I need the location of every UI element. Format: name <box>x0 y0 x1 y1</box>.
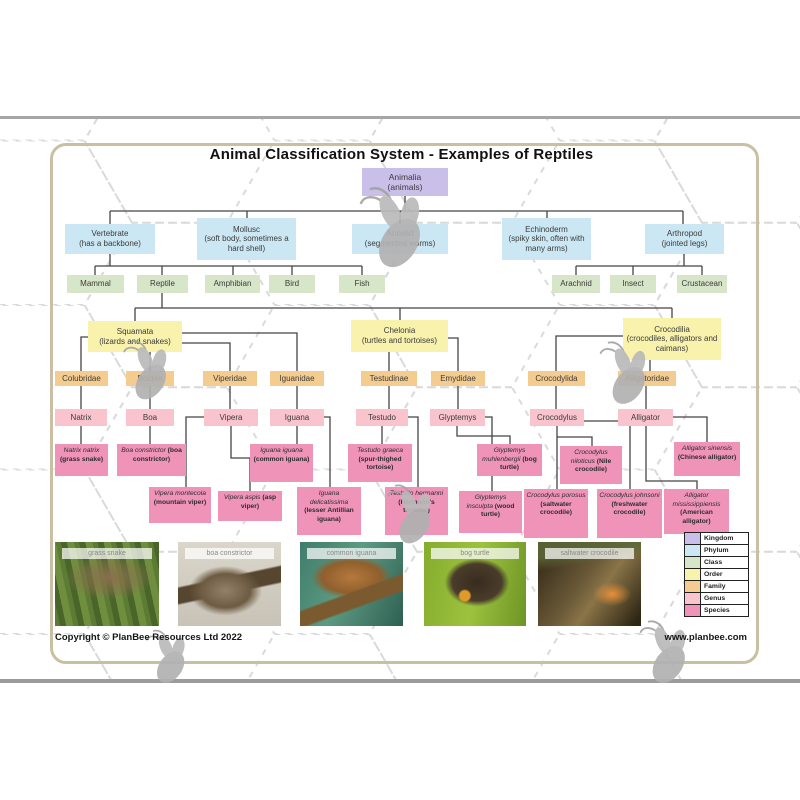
node-phylum-echinoderm: Echinoderm(spiky skin, often with many a… <box>502 218 591 260</box>
legend-row-species: Species <box>685 605 748 616</box>
node-class-reptile: Reptile <box>137 275 188 293</box>
node-family-testudinae: Testudinae <box>361 371 417 386</box>
legend-swatch-kingdom <box>685 533 701 544</box>
node-genus-iguana: Iguana <box>270 409 324 426</box>
copyright-text: Copyright © PlanBee Resources Ltd 2022 <box>55 632 243 643</box>
legend-row-order: Order <box>685 569 748 581</box>
legend-row-phylum: Phylum <box>685 545 748 557</box>
node-family-iguanidae: Iguanidae <box>270 371 324 386</box>
legend-swatch-species <box>685 605 701 616</box>
node-species-crocodylus-niloticus: Crocodylus niloticus (Nile crocodile) <box>560 446 622 484</box>
node-family-boidae: Boidae <box>126 371 174 386</box>
node-genus-boa: Boa <box>126 409 174 426</box>
photo-caption: common iguana <box>307 548 396 559</box>
node-species-alligator-mississippiensis: Alligator mississippiensis (American all… <box>664 489 729 534</box>
node-genus-crocodylus: Crocodylus <box>530 409 584 426</box>
node-phylum-annelid: Annelid(segmented worms) <box>352 224 448 254</box>
node-species-vipera-aspis: Vipera aspis (asp viper) <box>218 491 282 521</box>
node-genus-natrix: Natrix <box>55 409 107 426</box>
legend-swatch-phylum <box>685 545 701 556</box>
node-species-natrix-natrix: Natrix natrix (grass snake) <box>55 444 108 476</box>
node-family-crocodylida: Crocodylida <box>528 371 585 386</box>
node-genus-vipera: Vipera <box>204 409 258 426</box>
legend-row-kingdom: Kingdom <box>685 533 748 545</box>
photo-caption: saltwater crocodile <box>545 548 634 559</box>
node-family-emydidae: Emydidae <box>431 371 485 386</box>
node-species-crocodylus-porosus: Crocodylus porosus (saltwater crocodile) <box>524 489 588 538</box>
kingdom-desc: (animals) <box>387 182 423 192</box>
node-family-alligatoridae: Alligatoridae <box>618 371 676 386</box>
node-phylum-vertebrate: Vertebrate(has a backbone) <box>65 224 155 254</box>
node-kingdom-animalia: Animalia (animals) <box>362 168 448 196</box>
legend-row-genus: Genus <box>685 593 748 605</box>
photo-bog-turtle: bog turtle <box>424 542 526 626</box>
legend-swatch-order <box>685 569 701 580</box>
node-species-iguana-iguana: Iguana iguana (common iguana) <box>250 444 313 482</box>
photo-caption: grass snake <box>62 548 152 559</box>
node-species-alligator-sinensis: Alligator sinensis (Chinese alligator) <box>674 442 740 476</box>
node-order-chelonia: Chelonia(turtles and tortoises) <box>351 320 448 352</box>
legend: Kingdom Phylum Class Order Family Genus … <box>684 532 749 617</box>
node-species-testudo-graeca: Testudo graeca (spur-thighed tortoise) <box>348 444 412 482</box>
node-species-vipera-montecola: Vipera montecola (mountain viper) <box>149 487 211 523</box>
node-species-iguana-delicatissima: Iguana delicatissima (lesser Antillian i… <box>297 487 361 535</box>
node-order-squamata: Squamata(lizards and snakes) <box>88 321 182 352</box>
poster-card-frame <box>50 143 759 664</box>
legend-swatch-family <box>685 581 701 592</box>
node-genus-alligator: Alligator <box>618 409 673 426</box>
photo-caption: boa constrictor <box>185 548 274 559</box>
legend-row-class: Class <box>685 557 748 569</box>
legend-row-family: Family <box>685 581 748 593</box>
node-genus-testudo: Testudo <box>356 409 408 426</box>
node-class-arachnid: Arachnid <box>552 275 600 293</box>
node-class-bird: Bird <box>269 275 315 293</box>
node-order-crocodilia: Crocodilia(crocodiles, alligators and ca… <box>623 318 721 360</box>
photo-common-iguana: common iguana <box>300 542 403 626</box>
legend-swatch-genus <box>685 593 701 604</box>
node-class-amphibian: Amphibian <box>205 275 260 293</box>
node-species-glyptemys-insculpta: Glyptemys insculpta (wood turtle) <box>459 491 522 533</box>
photo-caption: bog turtle <box>431 548 519 559</box>
kingdom-name: Animalia <box>388 171 422 182</box>
node-phylum-mollusc: Mollusc(soft body, sometimes a hard shel… <box>197 218 296 260</box>
photo-boa-constrictor: boa constrictor <box>178 542 281 626</box>
node-class-insect: Insect <box>610 275 656 293</box>
node-family-viperidae: Viperidae <box>203 371 257 386</box>
website-url: www.planbee.com <box>664 632 747 643</box>
photo-saltwater-crocodile: saltwater crocodile <box>538 542 641 626</box>
node-species-glyptemys-muhlenbergii: Glyptemys muhlenbergii (bog turtle) <box>477 444 542 477</box>
legend-swatch-class <box>685 557 701 568</box>
node-genus-glyptemys: Glyptemys <box>430 409 485 426</box>
node-species-testudo-hermanni: Testudo hermanni (Hermann's tortoise) <box>385 487 448 535</box>
page-title: Animal Classification System - Examples … <box>209 146 594 163</box>
node-species-boa-constrictor: Boa constrictor (boa constrictor) <box>117 444 186 476</box>
node-family-colubridae: Colubridae <box>55 371 108 386</box>
node-class-fish: Fish <box>339 275 385 293</box>
node-class-crustacean: Crustacean <box>677 275 727 293</box>
node-class-mammal: Mammal <box>67 275 124 293</box>
node-species-crocodylus-johnsoni: Crocodylus johnsoni (freshwater crocodil… <box>597 489 662 538</box>
node-phylum-arthropod: Arthropod(jointed legs) <box>645 224 724 254</box>
photo-grass-snake: grass snake <box>55 542 159 626</box>
